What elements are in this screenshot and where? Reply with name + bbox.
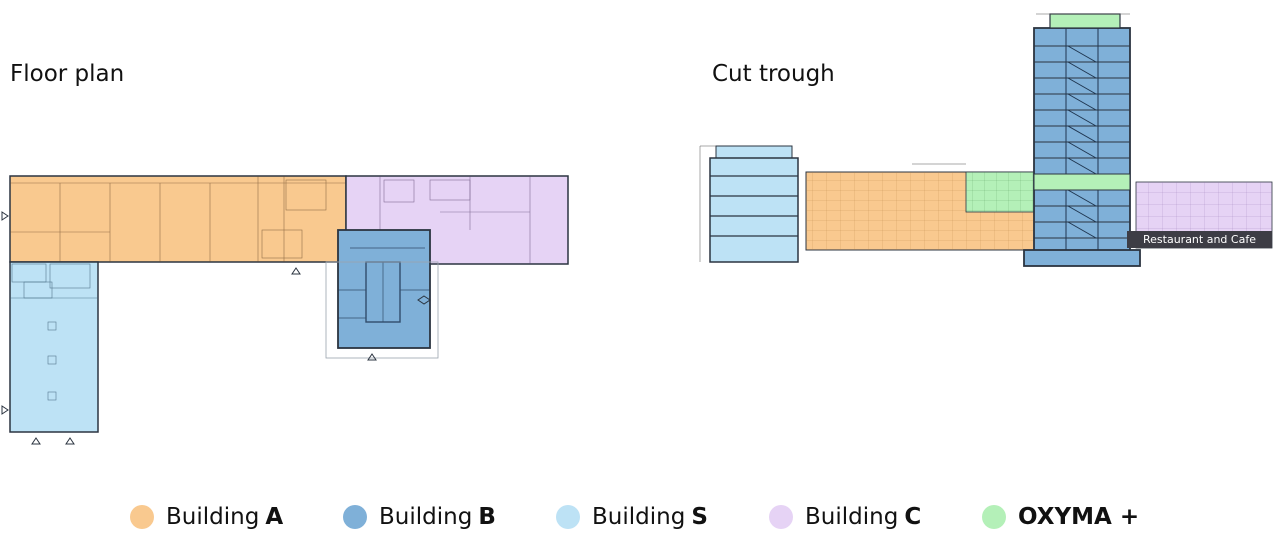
legend-label-prefix: Building	[805, 504, 899, 530]
legend-swatch-building-c	[769, 505, 793, 529]
legend-item-building-b: Building B	[343, 500, 496, 534]
legend-swatch-building-a	[130, 505, 154, 529]
legend-item-building-c: Building C	[769, 500, 921, 534]
cut-oxyma-tower-floor	[1033, 173, 1131, 191]
cut-building-s	[709, 157, 799, 263]
legend-label-strong: B	[478, 504, 496, 530]
legend-item-building-s: Building S	[556, 500, 708, 534]
legend-swatch-building-s	[556, 505, 580, 529]
floor-plan-building-b	[337, 229, 431, 349]
legend-label-prefix: Building	[592, 504, 686, 530]
cut-building-s-roof	[715, 145, 793, 159]
restaurant-cafe-label: Restaurant and Cafe	[1127, 231, 1272, 248]
cut-tower-base	[1023, 249, 1141, 267]
cut-oxyma-rooftop	[1049, 13, 1121, 29]
legend-item-building-a: Building A	[130, 500, 283, 534]
floor-plan-building-s	[9, 261, 99, 433]
legend-label-strong: C	[904, 504, 922, 530]
floor-plan-building-a	[9, 175, 347, 263]
legend-swatch-oxyma	[982, 505, 1006, 529]
legend-label-strong: OXYMA +	[1018, 504, 1140, 530]
legend-item-oxyma: OXYMA +	[982, 500, 1139, 534]
legend-label-prefix: Building	[379, 504, 473, 530]
floor-plan	[1, 175, 569, 445]
cut-section	[699, 13, 1273, 267]
legend-label-prefix: Building	[166, 504, 260, 530]
cut-section-title: Cut trough	[712, 61, 835, 87]
legend-swatch-building-b	[343, 505, 367, 529]
floor-plan-title: Floor plan	[10, 61, 125, 87]
legend: Building A Building B Building S Buildin…	[0, 500, 1280, 534]
legend-label-strong: S	[691, 504, 708, 530]
legend-label-strong: A	[265, 504, 284, 530]
